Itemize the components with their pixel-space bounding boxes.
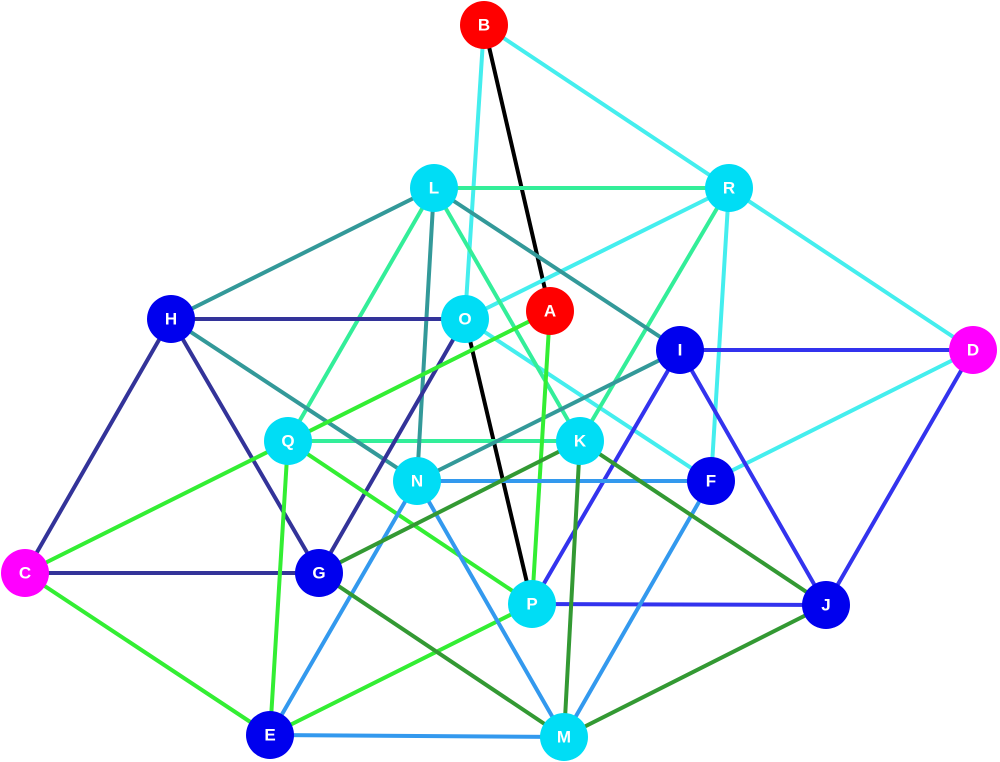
node-j: J: [802, 581, 850, 629]
node-circle: [295, 549, 343, 597]
node-p: P: [508, 580, 556, 628]
edge-j-m: [562, 603, 828, 739]
edge-r-k: [578, 186, 731, 443]
edge-l-h: [169, 186, 436, 321]
node-circle: [264, 417, 312, 465]
edge-n-m: [415, 479, 566, 739]
node-label: R: [723, 179, 735, 198]
edge-r-f: [709, 186, 731, 483]
node-i: I: [656, 326, 704, 374]
node-label: E: [264, 726, 275, 745]
node-a: A: [526, 287, 574, 335]
node-circle: [656, 326, 704, 374]
graph-edges: [23, 23, 975, 739]
node-b: B: [460, 1, 508, 49]
edge-h-g: [169, 317, 321, 575]
node-label: F: [706, 472, 716, 491]
node-c: C: [1, 549, 49, 597]
edge-e-m: [268, 733, 566, 739]
node-label: B: [478, 16, 490, 35]
edge-l-k: [432, 186, 582, 443]
edge-i-n: [415, 348, 682, 483]
node-label: G: [312, 564, 325, 583]
node-circle: [687, 457, 735, 505]
node-m: M: [540, 713, 588, 761]
node-q: Q: [264, 417, 312, 465]
edge-d-j: [824, 348, 975, 607]
node-circle: [460, 1, 508, 49]
node-f: F: [687, 457, 735, 505]
node-k: K: [556, 417, 604, 465]
node-label: D: [967, 341, 979, 360]
edge-b-a: [482, 23, 552, 313]
node-label: N: [411, 472, 423, 491]
node-label: L: [429, 179, 439, 198]
node-d: D: [949, 326, 997, 374]
node-label: Q: [281, 432, 294, 451]
node-label: A: [544, 302, 556, 321]
edge-l-q: [286, 186, 436, 443]
node-label: I: [678, 341, 683, 360]
node-circle: [949, 326, 997, 374]
node-o: O: [441, 295, 489, 343]
edge-o-f: [463, 317, 713, 483]
node-circle: [508, 580, 556, 628]
node-g: G: [295, 549, 343, 597]
edge-k-j: [578, 439, 828, 607]
edge-i-j: [678, 348, 828, 607]
edge-h-n: [169, 317, 419, 483]
edge-h-c: [23, 317, 173, 575]
edge-a-p: [530, 309, 552, 606]
edge-b-o: [463, 23, 486, 321]
node-circle: [540, 713, 588, 761]
node-label: O: [458, 310, 471, 329]
node-label: J: [821, 596, 830, 615]
node-circle: [147, 295, 195, 343]
node-label: M: [557, 728, 571, 747]
node-circle: [526, 287, 574, 335]
edge-o-p: [463, 317, 534, 606]
node-circle: [705, 164, 753, 212]
edge-r-d: [727, 186, 975, 352]
edge-b-r: [482, 23, 731, 190]
node-circle: [556, 417, 604, 465]
edge-p-j: [530, 602, 828, 607]
node-l: L: [410, 164, 458, 212]
node-label: P: [526, 595, 537, 614]
node-circle: [246, 711, 294, 759]
edge-r-o: [463, 186, 731, 321]
node-circle: [802, 581, 850, 629]
edge-l-i: [432, 186, 682, 352]
edge-d-f: [709, 348, 975, 483]
node-label: C: [19, 564, 31, 583]
node-circle: [1, 549, 49, 597]
edge-i-p: [530, 348, 682, 606]
edge-p-e: [268, 602, 534, 737]
node-r: R: [705, 164, 753, 212]
node-label: K: [574, 432, 587, 451]
edge-k-g: [317, 439, 582, 575]
edge-k-m: [562, 439, 582, 739]
node-label: H: [165, 310, 177, 329]
node-e: E: [246, 711, 294, 759]
node-circle: [441, 295, 489, 343]
node-h: H: [147, 295, 195, 343]
edge-q-e: [268, 439, 290, 737]
edge-o-g: [317, 317, 467, 575]
edge-f-m: [562, 479, 713, 739]
node-n: N: [393, 457, 441, 505]
edge-q-p: [286, 439, 534, 606]
edge-n-e: [268, 479, 419, 737]
edge-l-n: [415, 186, 436, 483]
edge-g-m: [317, 571, 566, 739]
node-circle: [410, 164, 458, 212]
edge-c-e: [23, 571, 272, 737]
node-circle: [393, 457, 441, 505]
